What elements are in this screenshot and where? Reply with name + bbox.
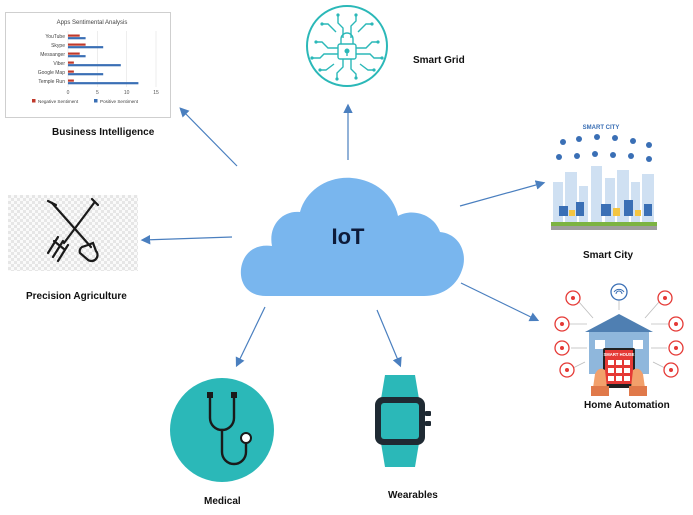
arrow-to-precision-agriculture bbox=[140, 234, 233, 245]
legend-swatch bbox=[32, 99, 36, 103]
iot-label: IoT bbox=[332, 224, 366, 249]
category-label: Skype bbox=[51, 43, 65, 49]
arrow-to-medical bbox=[235, 306, 266, 368]
x-tick-label: 5 bbox=[96, 90, 99, 96]
legend-swatch bbox=[94, 99, 98, 103]
arrow-to-home-automation bbox=[460, 282, 540, 322]
bar-negative bbox=[68, 79, 74, 82]
bar-positive bbox=[68, 46, 104, 49]
legend-entry: Negative Sentiment bbox=[38, 99, 79, 104]
category-label: Messanger bbox=[40, 52, 65, 58]
category-label: Viber bbox=[53, 61, 65, 67]
x-tick-label: 0 bbox=[67, 90, 70, 96]
home-automation-label: Home Automation bbox=[584, 400, 670, 411]
wearables-smartwatch-icon bbox=[375, 375, 431, 467]
bar-positive bbox=[68, 64, 121, 67]
bar-positive bbox=[68, 55, 86, 58]
smart-house-sign: SMART HOUSE bbox=[604, 352, 635, 357]
sentiment-bar-chart: Apps Sentimental Analysis 0 5 10 15 YouTubeS… bbox=[32, 20, 159, 104]
bar-negative bbox=[68, 61, 74, 64]
medical-stethoscope-icon bbox=[170, 378, 274, 482]
category-label: YouTube bbox=[45, 34, 65, 40]
x-tick-label: 15 bbox=[153, 90, 159, 96]
iot-cloud-icon: IoT bbox=[240, 177, 464, 296]
bar-negative bbox=[68, 70, 74, 73]
smart-city-image-title: SMART CITY bbox=[583, 125, 620, 131]
arrow-to-smart-city bbox=[459, 180, 546, 207]
precision-agriculture-icon bbox=[8, 195, 138, 271]
category-label: Google Map bbox=[38, 70, 65, 76]
bar-negative bbox=[68, 34, 80, 37]
bar-negative bbox=[68, 43, 86, 46]
home-automation-illustration: SMART HOUSE bbox=[554, 283, 684, 396]
bar-positive bbox=[68, 37, 86, 40]
precision-agriculture-label: Precision Agriculture bbox=[26, 291, 127, 302]
pitchfork-shovel-icon bbox=[46, 197, 100, 263]
medical-label: Medical bbox=[204, 496, 241, 507]
business-intelligence-label: Business Intelligence bbox=[52, 127, 155, 138]
bar-positive bbox=[68, 82, 139, 85]
arrow-to-business-intelligence bbox=[179, 107, 238, 167]
arrow-to-wearables bbox=[376, 309, 402, 368]
smart-city-illustration: SMART CITY bbox=[551, 125, 657, 230]
smart-city-label: Smart City bbox=[583, 250, 634, 261]
smart-grid-circuit-lock-icon bbox=[306, 5, 388, 87]
wearables-label: Wearables bbox=[388, 490, 438, 501]
legend-entry: Positive Sentiment bbox=[100, 99, 139, 104]
x-tick-label: 10 bbox=[124, 90, 130, 96]
category-label: Temple Run bbox=[38, 79, 65, 85]
bar-positive bbox=[68, 73, 104, 76]
chart-title: Apps Sentimental Analysis bbox=[57, 20, 128, 26]
smart-grid-label: Smart Grid bbox=[413, 55, 465, 66]
bar-negative bbox=[68, 52, 80, 55]
